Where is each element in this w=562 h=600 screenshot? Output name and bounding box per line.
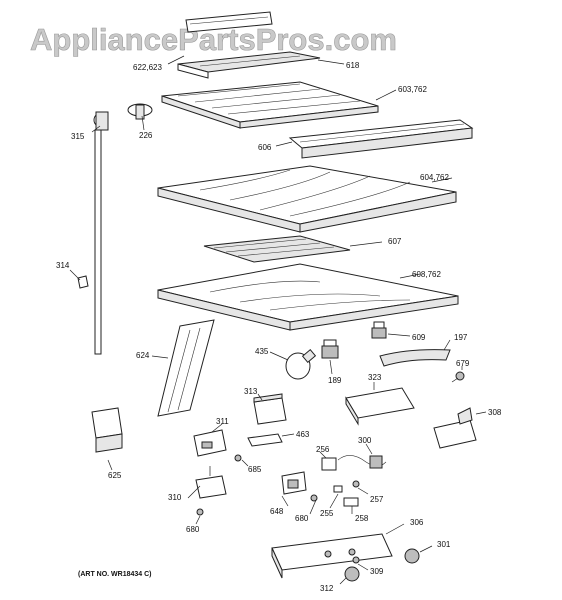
callout-301: 301	[437, 540, 451, 549]
part-256-relay[interactable]	[321, 457, 337, 471]
part-312-knob[interactable]	[344, 566, 360, 582]
part-197-heater[interactable]	[379, 349, 451, 367]
callout-609: 609	[412, 333, 426, 342]
leader-lines	[69, 55, 487, 585]
callout-314: 314	[56, 261, 70, 270]
part-606-rail[interactable]	[288, 119, 474, 159]
callout-309: 309	[370, 567, 384, 576]
art-number: (ART NO. WR18434 C)	[78, 571, 152, 578]
part-301-knob[interactable]	[404, 548, 420, 564]
callout-618: 618	[346, 61, 360, 70]
part-685-screw[interactable]	[234, 454, 242, 462]
part-625-thermostat[interactable]	[91, 407, 123, 453]
callout-256: 256	[316, 445, 330, 454]
callout-313: 313	[244, 387, 258, 396]
callout-604-762: 604,762	[420, 173, 449, 182]
callout-648: 648	[270, 507, 284, 516]
callout-308: 308	[488, 408, 502, 417]
part-618-rail[interactable]	[177, 51, 321, 79]
callout-255: 255	[320, 509, 334, 518]
part-226-knob[interactable]	[127, 103, 153, 120]
callout-311: 311	[216, 417, 229, 426]
part-308-bracket[interactable]	[433, 407, 477, 449]
callout-labels: 622,623 618 603,762 315 226 606 604,762 …	[56, 61, 502, 593]
part-323-bracket[interactable]	[345, 387, 415, 426]
part-435-bulb[interactable]	[285, 349, 317, 380]
part-607-filter[interactable]	[203, 235, 351, 263]
part-258-clip[interactable]	[343, 497, 359, 507]
callout-258: 258	[355, 514, 369, 523]
callout-189: 189	[328, 376, 342, 385]
part-679-screw[interactable]	[451, 371, 465, 383]
part-300-harness[interactable]	[337, 455, 387, 469]
callout-603-762: 603,762	[398, 85, 427, 94]
callout-197: 197	[454, 333, 468, 342]
callout-607: 607	[388, 237, 402, 246]
callout-624: 624	[136, 351, 150, 360]
part-313-timer[interactable]	[253, 393, 287, 425]
part-309-screw[interactable]	[352, 556, 360, 564]
callout-315: 315	[71, 132, 85, 141]
part-624-duct[interactable]	[157, 319, 215, 417]
callout-625: 625	[108, 471, 122, 480]
part-603-762-shelf[interactable]	[161, 81, 379, 129]
callout-463: 463	[296, 430, 310, 439]
callout-622-623: 622,623	[133, 63, 162, 72]
part-314-clip[interactable]	[77, 275, 89, 289]
callout-679: 679	[456, 359, 470, 368]
part-189-socket[interactable]	[321, 339, 339, 359]
callout-306: 306	[410, 518, 424, 527]
part-680-screw-b[interactable]	[196, 508, 204, 516]
part-622-623-bracket[interactable]	[185, 11, 273, 33]
part-310-switch[interactable]	[195, 466, 227, 499]
part-609-socket[interactable]	[371, 321, 387, 339]
callout-226: 226	[139, 131, 153, 140]
callout-323: 323	[368, 373, 382, 382]
part-608-762-cover[interactable]	[157, 263, 459, 331]
callout-310: 310	[168, 493, 182, 502]
callout-680-b: 680	[186, 525, 200, 534]
part-648-relay[interactable]	[281, 471, 307, 495]
callout-300: 300	[358, 436, 372, 445]
callout-685: 685	[248, 465, 262, 474]
part-306-cover[interactable]	[271, 533, 393, 579]
part-463-block[interactable]	[247, 433, 283, 447]
part-257-screw[interactable]	[352, 480, 360, 488]
callout-680: 680	[295, 514, 309, 523]
part-255-clip[interactable]	[333, 485, 343, 493]
part-604-762-pan[interactable]	[157, 165, 457, 233]
callout-312: 312	[320, 584, 334, 593]
callout-606: 606	[258, 143, 272, 152]
part-315-damper-control[interactable]	[93, 111, 109, 355]
callout-257: 257	[370, 495, 384, 504]
callout-435: 435	[255, 347, 269, 356]
callout-608-762: 608,762	[412, 270, 441, 279]
part-680-screw[interactable]	[310, 494, 318, 502]
part-311-control[interactable]	[193, 429, 227, 457]
